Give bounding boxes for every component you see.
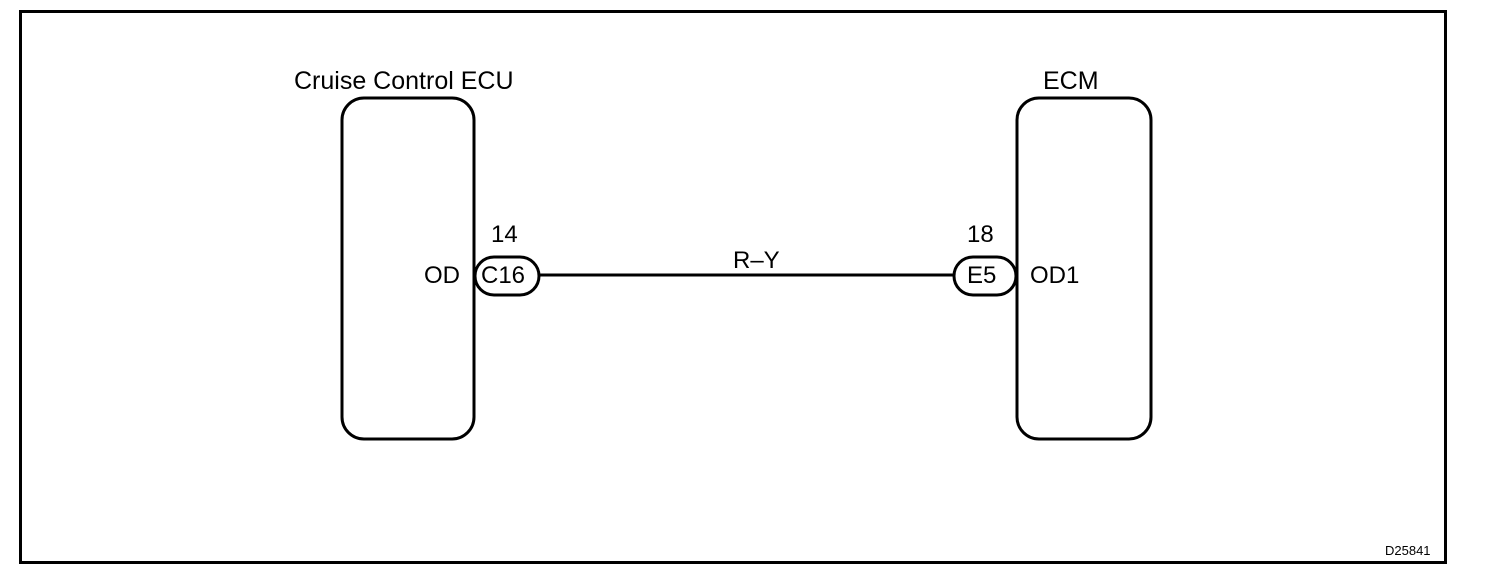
left-pin-name: OD: [424, 262, 460, 289]
drawing-id: D25841: [1385, 543, 1431, 558]
left-pin-number: 14: [491, 221, 518, 248]
connector-c16-shape: [473, 255, 541, 297]
cruise-control-ecu-box: [340, 96, 476, 441]
ecm-box: [1015, 96, 1153, 441]
wire-color-label: R–Y: [733, 247, 780, 274]
connector-c16-label: C16: [481, 262, 526, 289]
connector-e5-shape: [952, 255, 1018, 297]
right-pin-name: OD1: [1030, 262, 1080, 289]
connector-e5-label: E5: [967, 262, 997, 289]
diagram-frame: [19, 10, 1447, 564]
cruise-control-ecu-title: Cruise Control ECU: [294, 67, 514, 95]
ecm-title: ECM: [1043, 67, 1099, 95]
right-pin-number: 18: [967, 221, 994, 248]
